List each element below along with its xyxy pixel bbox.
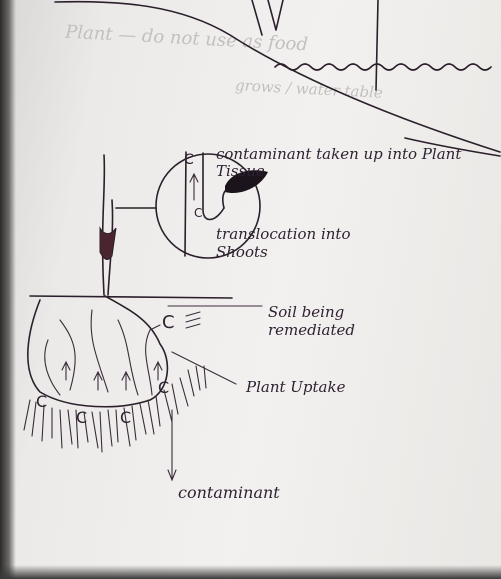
channel-arrow xyxy=(190,174,198,200)
label-plant-uptake: Plant Uptake xyxy=(246,378,345,396)
root-inner-4 xyxy=(45,340,60,395)
label-contaminant-taken-up: contaminant taken up into Plant Tissue xyxy=(216,146,471,180)
uptake-arrow-2 xyxy=(94,372,102,390)
root-inner-5 xyxy=(146,330,152,395)
hatch-near-c xyxy=(186,312,200,328)
uptake-arrow-3 xyxy=(122,372,130,390)
uptake-pointer xyxy=(172,352,236,384)
plant-stem xyxy=(103,155,105,295)
c-marker-circle-top: C xyxy=(184,152,194,168)
uptake-arrow-1 xyxy=(62,362,70,380)
root-inner-1 xyxy=(60,320,75,390)
c-marker-root-mid: C xyxy=(76,408,87,427)
root-inner-3 xyxy=(118,320,138,395)
contaminant-arrow xyxy=(168,410,176,480)
stem-shading xyxy=(100,228,116,259)
soil-arrow xyxy=(150,325,160,330)
label-translocation: translocation into Shoots xyxy=(216,225,356,261)
c-marker-root-left: C xyxy=(36,392,47,411)
label-contaminant: contaminant xyxy=(178,483,280,502)
c-marker-root-right: C xyxy=(120,408,131,427)
c-marker-soil: C xyxy=(162,312,175,333)
top-plant-stem-right xyxy=(376,0,378,90)
c-marker-circle-mid: C xyxy=(194,206,202,220)
top-plant-stem-left xyxy=(252,0,262,35)
leaf-petiole xyxy=(223,190,226,208)
ground-line xyxy=(30,296,232,298)
label-soil-remediated: Soil being remediated xyxy=(268,303,388,339)
top-plant-stem-mid xyxy=(268,0,283,30)
water-wave xyxy=(275,64,491,70)
c-marker-root-far: C xyxy=(158,378,169,397)
fine-roots xyxy=(24,366,206,452)
